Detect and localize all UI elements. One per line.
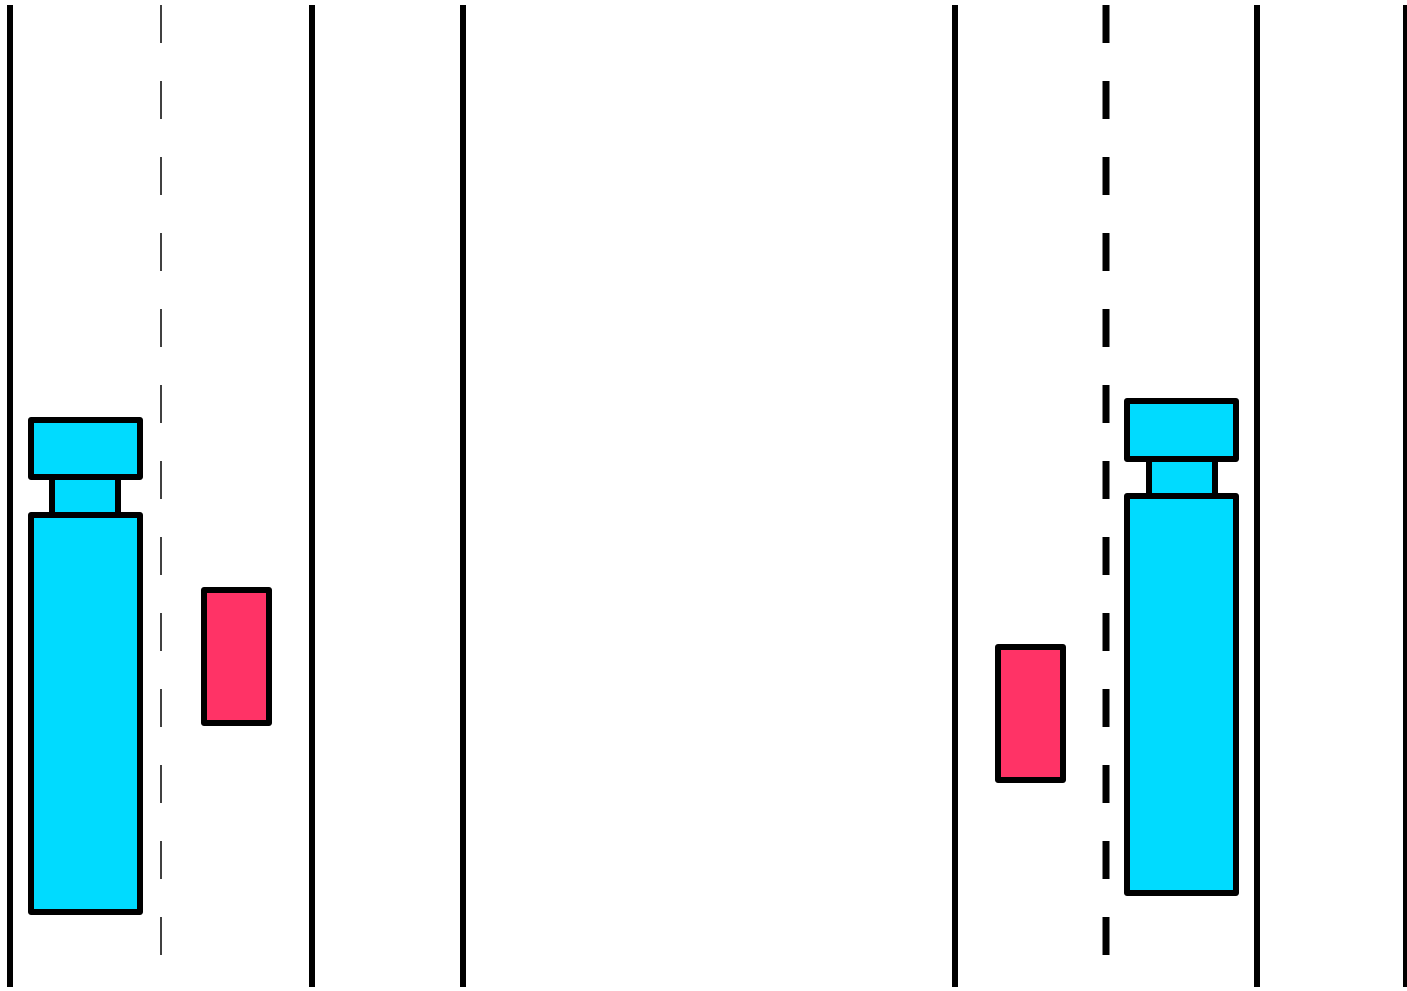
right-road — [952, 5, 1260, 987]
truck-coupling — [1146, 456, 1218, 499]
right-road-car — [995, 644, 1066, 783]
right-road-truck — [1124, 398, 1239, 896]
truck-cab — [28, 417, 143, 480]
truck-cab — [1124, 398, 1239, 462]
left-road-truck — [28, 417, 143, 915]
truck-trailer — [1124, 493, 1239, 896]
truck-trailer — [28, 512, 143, 915]
truck-coupling — [49, 474, 121, 518]
left-road — [7, 5, 315, 987]
left-road-car — [201, 587, 272, 726]
